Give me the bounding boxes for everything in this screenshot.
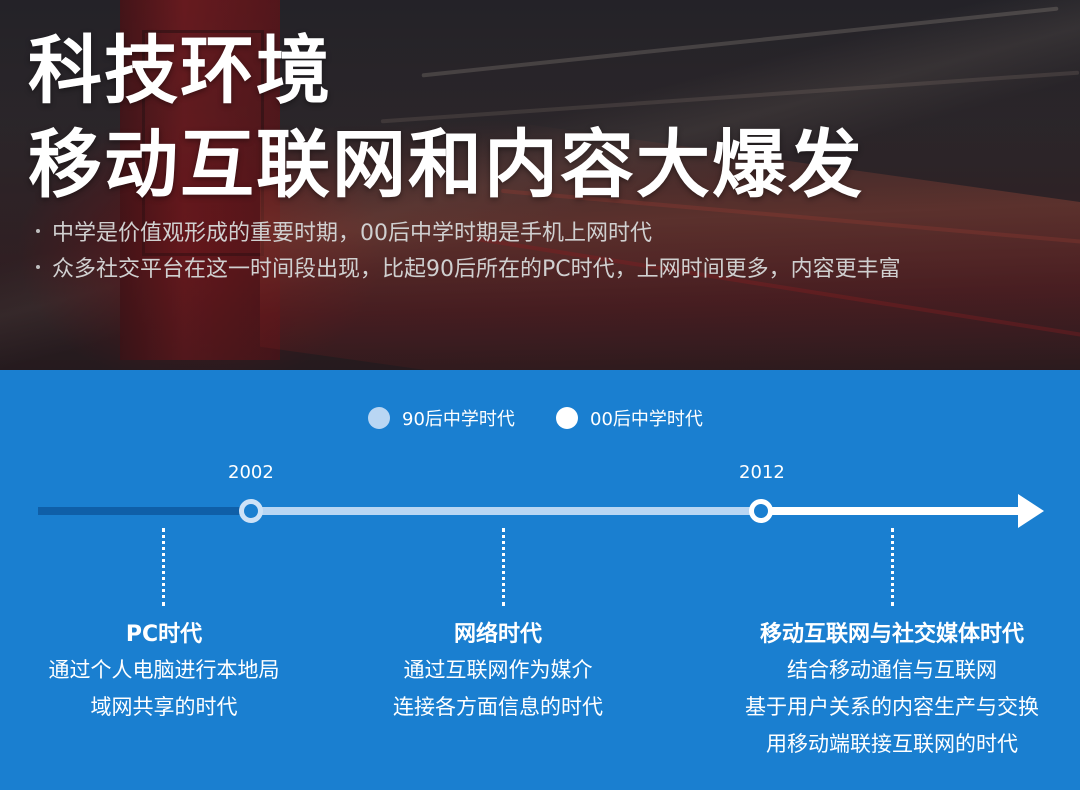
era-pc: PC时代 通过个人电脑进行本地局 域网共享的时代 — [0, 618, 354, 726]
era-mobile-social: 移动互联网与社交媒体时代 结合移动通信与互联网 基于用户关系的内容生产与交换 用… — [702, 618, 1080, 763]
bullet-dot-icon — [36, 265, 40, 269]
timeline-segment-late — [762, 507, 1022, 515]
era-title: 网络时代 — [453, 622, 542, 647]
year-label-2002: 2002 — [228, 462, 274, 483]
timeline-node-2002 — [239, 499, 263, 523]
legend-label: 00后中学时代 — [590, 409, 703, 430]
era-line: 结合移动通信与互联网 — [787, 658, 997, 682]
era-line: 域网共享的时代 — [90, 695, 238, 719]
timeline-arrow-icon — [1018, 494, 1044, 528]
era-title: PC时代 — [125, 622, 203, 647]
timeline-connector — [162, 528, 165, 606]
legend-item-90s: 90后中学时代 — [368, 405, 515, 431]
bullet-item: 中学是价值观形成的重要时期，00后中学时期是手机上网时代 — [36, 223, 652, 245]
era-line: 基于用户关系的内容生产与交换 — [745, 695, 1039, 719]
bullet-dot-icon — [36, 229, 40, 233]
legend-circle-icon — [368, 407, 390, 429]
legend-label: 90后中学时代 — [402, 409, 515, 430]
legend-circle-icon — [556, 407, 578, 429]
timeline-segment-early — [38, 507, 252, 515]
era-internet: 网络时代 通过互联网作为媒介 连接各方面信息的时代 — [308, 618, 688, 726]
bullet-item: 众多社交平台在这一时间段出现，比起90后所在的PC时代，上网时间更多，内容更丰富 — [36, 259, 901, 281]
legend-item-00s: 00后中学时代 — [556, 405, 703, 431]
era-line: 通过互联网作为媒介 — [403, 658, 593, 682]
era-title: 移动互联网与社交媒体时代 — [759, 622, 1024, 647]
timeline-node-2012 — [749, 499, 773, 523]
hero-banner: 科技环境 移动互联网和内容大爆发 中学是价值观形成的重要时期，00后中学时期是手… — [0, 0, 1080, 370]
timeline-connector — [891, 528, 894, 606]
bullet-text: 中学是价值观形成的重要时期，00后中学时期是手机上网时代 — [52, 221, 652, 246]
timeline-segment-mid — [252, 507, 762, 515]
timeline-connector — [502, 528, 505, 606]
title-line-1: 科技环境 — [28, 28, 332, 114]
era-line: 连接各方面信息的时代 — [393, 695, 603, 719]
title-line-2: 移动互联网和内容大爆发 — [28, 122, 864, 208]
era-line: 用移动端联接互联网的时代 — [766, 732, 1018, 756]
year-label-2012: 2012 — [739, 462, 785, 483]
era-line: 通过个人电脑进行本地局 — [48, 658, 280, 682]
hero-overlay — [0, 0, 1080, 370]
bullet-text: 众多社交平台在这一时间段出现，比起90后所在的PC时代，上网时间更多，内容更丰富 — [52, 257, 901, 282]
